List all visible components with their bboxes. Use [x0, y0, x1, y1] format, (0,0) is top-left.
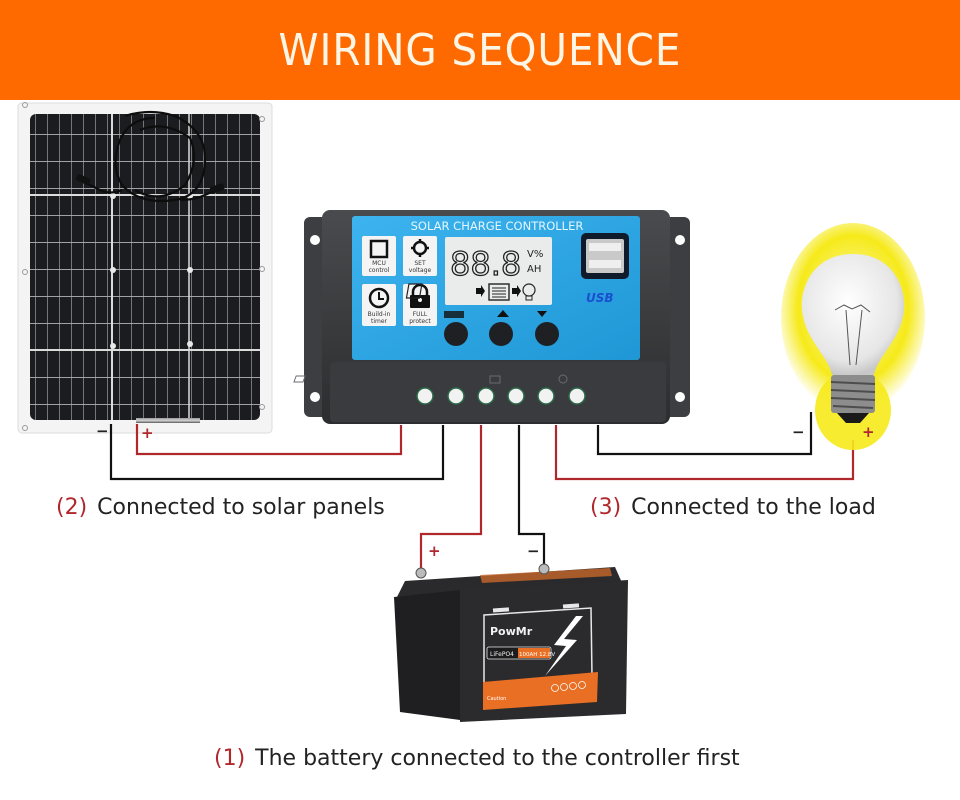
- terminal-load-positive: [537, 387, 555, 405]
- feature-build-in-timer: Build-in timer: [362, 284, 396, 326]
- filament: [834, 304, 871, 366]
- step-text: Connected to the load: [631, 495, 876, 520]
- svg-text:voltage: voltage: [409, 267, 432, 274]
- lcd-digits: 88.8: [450, 245, 521, 283]
- lcd-flow-icons: [405, 283, 536, 301]
- step-3-caption: (3) Connected to the load: [590, 495, 876, 520]
- svg-text:Build-in: Build-in: [368, 311, 391, 318]
- terminal-group-icons: [293, 374, 568, 384]
- svg-text:control: control: [369, 267, 390, 274]
- step-number: (1): [214, 746, 246, 771]
- battery-minus-label: −: [527, 542, 540, 560]
- up-arrow-icon: [497, 310, 509, 317]
- battery-chemistry: LiFePO4: [490, 651, 514, 658]
- down-button[interactable]: [535, 322, 559, 346]
- down-arrow-icon: [537, 311, 547, 317]
- arrow-icon: [476, 285, 485, 297]
- terminal-load-negative: [568, 387, 586, 405]
- battery-positive-wire: [419, 425, 483, 570]
- solar-charge-controller: SOLAR CHARGE CONTROLLER MCU control SET …: [293, 210, 690, 424]
- solar-panel-icon: [293, 375, 306, 383]
- lcd-display: 88.8 V% AH: [405, 237, 552, 305]
- usb-port: [589, 260, 621, 268]
- solar-negative-wire: [109, 424, 445, 481]
- panel-cable: [79, 110, 221, 203]
- battery-brand: PowMr: [490, 625, 533, 638]
- solar-positive-wire: [135, 424, 403, 456]
- terminal-battery-negative: [507, 387, 525, 405]
- control-buttons: [444, 310, 559, 346]
- lcd-unit-bottom: AH: [527, 264, 541, 275]
- wires: [109, 412, 855, 570]
- terminal-solar-negative: [447, 387, 465, 405]
- svg-text:FULL: FULL: [413, 311, 428, 318]
- lcd-unit-top: V%: [527, 249, 543, 260]
- light-bulb: [781, 223, 925, 450]
- solar-panel: [17, 102, 273, 434]
- battery-warning-icons: [551, 681, 586, 692]
- svg-text:timer: timer: [371, 318, 388, 325]
- menu-button[interactable]: [444, 322, 468, 346]
- battery-plus-label: +: [428, 542, 441, 560]
- feature-set-voltage: SET voltage: [403, 236, 437, 276]
- battery: PowMr LiFePO4 100AH 12.8V Caution: [394, 563, 628, 722]
- page-title: WIRING SEQUENCE: [278, 24, 682, 76]
- clock-icon: [368, 287, 390, 309]
- step-1-caption: (1) The battery connected to the controll…: [214, 746, 740, 771]
- step-text: Connected to solar panels: [97, 495, 385, 520]
- svg-text:SET: SET: [414, 260, 426, 267]
- step-number: (2): [56, 495, 88, 520]
- feature-mcu-control: MCU control: [362, 236, 396, 276]
- battery-negative-wire: [517, 425, 546, 568]
- svg-text:MCU: MCU: [372, 260, 386, 267]
- terminal-battery-positive: [477, 387, 495, 405]
- solar-plus-label: +: [141, 424, 154, 442]
- arrow-icon: [512, 285, 521, 297]
- step-number: (3): [590, 495, 622, 520]
- load-positive-wire: [554, 425, 855, 481]
- chip-icon: [369, 239, 389, 259]
- up-button[interactable]: [489, 322, 513, 346]
- header-banner: WIRING SEQUENCE: [0, 0, 960, 100]
- svg-text:protect: protect: [409, 318, 431, 325]
- bulb-icon: [558, 374, 568, 384]
- battery-rating: 100AH 12.8V: [519, 652, 555, 658]
- step-text: The battery connected to the controller …: [255, 746, 740, 771]
- load-minus-label: −: [792, 423, 805, 441]
- usb-ports: USB: [581, 233, 629, 305]
- solar-minus-label: −: [96, 422, 109, 440]
- load-plus-label: +: [862, 423, 875, 441]
- terminal-solar-positive: [416, 387, 434, 405]
- load-negative-wire: [596, 412, 813, 456]
- panel-icon: [405, 283, 423, 299]
- menu-icon: [444, 311, 464, 318]
- feature-full-protect: FULL protect: [403, 283, 437, 326]
- terminal-screws: [416, 387, 586, 405]
- battery-caution: Caution: [487, 696, 506, 702]
- usb-label: USB: [586, 291, 614, 305]
- usb-port: [589, 243, 621, 251]
- battery-icon: [489, 375, 501, 384]
- controller-title: SOLAR CHARGE CONTROLLER: [411, 219, 584, 233]
- battery-icon: [488, 283, 510, 301]
- gear-icon: [411, 239, 429, 257]
- step-2-caption: (2) Connected to solar panels: [56, 495, 385, 520]
